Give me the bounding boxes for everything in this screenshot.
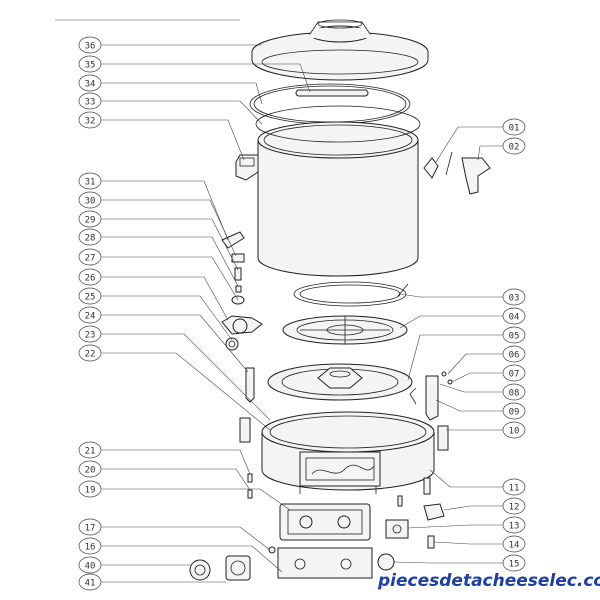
callout-20: 20 [78,460,102,478]
screw [247,473,253,483]
svg-text:31: 31 [85,178,96,188]
svg-text:25: 25 [85,293,96,303]
svg-text:24: 24 [85,312,96,322]
callout-34: 34 [78,74,102,92]
callout-19: 19 [78,480,102,498]
svg-text:21: 21 [85,447,96,457]
callout-29: 29 [78,210,102,228]
svg-text:30: 30 [85,197,96,207]
callout-26: 26 [78,268,102,286]
svg-text:15: 15 [509,560,520,570]
svg-text:28: 28 [85,234,96,244]
svg-text:14: 14 [509,541,520,551]
callout-36: 36 [78,36,102,54]
cooking-pot [235,105,491,277]
svg-text:11: 11 [509,484,520,494]
svg-text:17: 17 [85,524,96,534]
callout-13: 13 [502,516,526,534]
svg-text:02: 02 [509,143,520,153]
callout-32: 32 [78,111,102,129]
callouts: 36 35 34 33 32 31 30 29 28 27 26 25 24 2… [78,36,526,591]
svg-text:09: 09 [509,408,520,418]
svg-text:03: 03 [509,294,520,304]
callout-06: 06 [502,345,526,363]
callout-41: 41 [78,573,102,591]
leader-lines [98,44,504,583]
lid-gasket [249,83,411,125]
svg-text:13: 13 [509,522,520,532]
callout-31: 31 [78,172,102,190]
svg-text:07: 07 [509,370,520,380]
lid [251,19,429,81]
trivet [282,315,408,345]
callout-33: 33 [78,92,102,110]
burner [267,363,413,401]
tap-assembly [221,231,263,351]
side-brackets [245,367,453,421]
callout-16: 16 [78,537,102,555]
svg-text:41: 41 [85,579,96,589]
svg-text:32: 32 [85,117,96,127]
callout-10: 10 [502,421,526,439]
callout-24: 24 [78,306,102,324]
callout-23: 23 [78,325,102,343]
callout-14: 14 [502,535,526,553]
site-watermark: piecesdetacheeselec.com [377,571,600,591]
callout-30: 30 [78,191,102,209]
screw [247,489,253,499]
svg-text:36: 36 [85,42,96,52]
callout-11: 11 [502,478,526,496]
svg-text:22: 22 [85,350,96,360]
callout-17: 17 [78,518,102,536]
callout-40: 40 [78,556,102,574]
callout-28: 28 [78,228,102,246]
svg-text:01: 01 [509,124,520,134]
callout-03: 03 [502,288,526,306]
svg-text:20: 20 [85,466,96,476]
callout-22: 22 [78,344,102,362]
svg-text:29: 29 [85,216,96,226]
callout-25: 25 [78,287,102,305]
callout-07: 07 [502,364,526,382]
base-housing [239,411,449,494]
callout-15: 15 [502,554,526,572]
callout-12: 12 [502,497,526,515]
svg-text:06: 06 [509,351,520,361]
svg-text:33: 33 [85,98,96,108]
callout-09: 09 [502,402,526,420]
valve-parts [385,477,445,549]
callout-27: 27 [78,248,102,266]
callout-05: 05 [502,326,526,344]
svg-text:26: 26 [85,274,96,284]
callout-01: 01 [502,118,526,136]
callout-02: 02 [502,137,526,155]
svg-text:35: 35 [85,61,96,71]
svg-text:10: 10 [509,427,520,437]
svg-text:12: 12 [509,503,520,513]
callout-35: 35 [78,55,102,73]
svg-text:27: 27 [85,254,96,264]
svg-text:04: 04 [509,313,520,323]
control-panel [268,503,373,579]
svg-text:40: 40 [85,562,96,572]
callout-21: 21 [78,441,102,459]
svg-text:34: 34 [85,80,96,90]
callout-04: 04 [502,307,526,325]
svg-text:08: 08 [509,389,520,399]
svg-text:16: 16 [85,543,96,553]
callout-08: 08 [502,383,526,401]
svg-text:23: 23 [85,331,96,341]
inner-ring [293,281,409,307]
svg-text:05: 05 [509,332,520,342]
svg-text:19: 19 [85,486,96,496]
